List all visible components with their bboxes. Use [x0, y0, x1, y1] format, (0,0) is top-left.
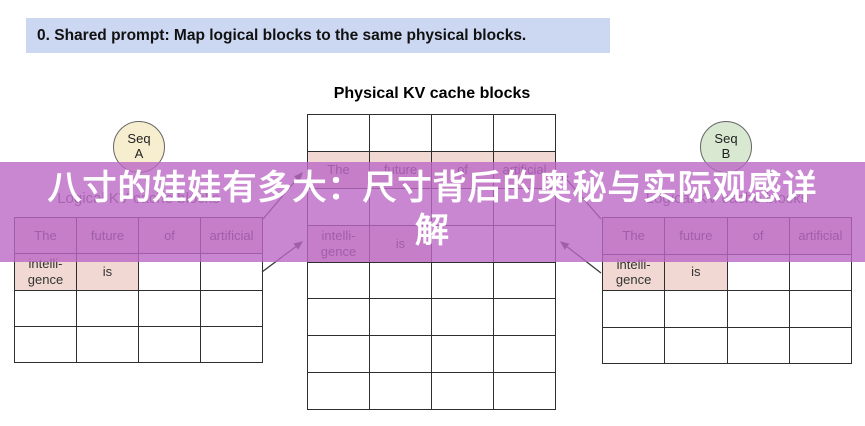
table-cell	[15, 290, 76, 326]
table-cell	[665, 327, 727, 363]
table-cell	[77, 290, 138, 326]
table-cell	[603, 291, 665, 327]
table-cell	[308, 373, 369, 409]
table-cell	[201, 326, 262, 362]
table-cell	[432, 262, 493, 299]
table-cell	[139, 326, 200, 362]
table-cell	[494, 373, 555, 409]
table-cell	[494, 262, 555, 299]
table-cell	[727, 291, 789, 327]
table-cell	[370, 336, 431, 373]
table-cell	[370, 299, 431, 336]
table-cell	[201, 290, 262, 326]
table-cell	[308, 336, 369, 373]
table-cell	[77, 326, 138, 362]
overlay-banner: 八寸的娃娃有多大：尺寸背后的奥秘与实际观感详 解	[0, 162, 865, 262]
physical-blocks-title: Physical KV cache blocks	[333, 85, 531, 102]
table-cell	[494, 336, 555, 373]
table-cell	[139, 290, 200, 326]
table-cell	[789, 327, 851, 363]
shared-prompt-banner: 0. Shared prompt: Map logical blocks to …	[26, 18, 610, 53]
table-cell	[665, 291, 727, 327]
table-cell	[370, 373, 431, 409]
table-cell	[308, 115, 369, 151]
table-cell	[15, 326, 76, 362]
overlay-banner-line2: 解	[415, 211, 450, 251]
table-cell	[432, 336, 493, 373]
table-cell	[432, 115, 493, 151]
table-cell	[789, 291, 851, 327]
table-cell	[432, 373, 493, 409]
table-cell	[494, 299, 555, 336]
table-cell	[494, 115, 555, 151]
table-cell	[308, 299, 369, 336]
table-cell	[370, 262, 431, 299]
table-cell	[727, 327, 789, 363]
table-cell	[603, 327, 665, 363]
table-cell	[308, 262, 369, 299]
table-cell	[370, 115, 431, 151]
overlay-banner-line1: 八寸的娃娃有多大：尺寸背后的奥秘与实际观感详	[47, 168, 818, 208]
table-cell	[432, 299, 493, 336]
